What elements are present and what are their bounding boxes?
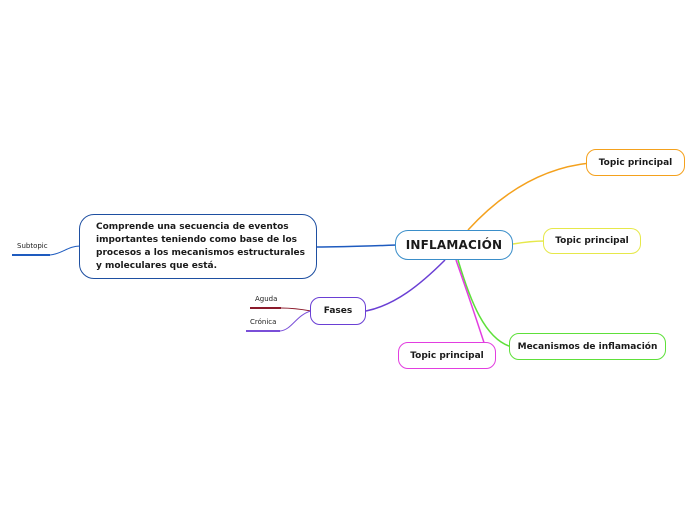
topic-principal-magenta[interactable]: Topic principal [398, 342, 496, 369]
description-text: Comprende una secuencia de eventos impor… [96, 222, 305, 271]
connector-subtopic [49, 245, 81, 256]
connector-topic-green [457, 259, 513, 348]
topic-mecanismos-inflamacion[interactable]: Mecanismos de inflamación [509, 333, 666, 360]
subtopic-node[interactable]: Subtopic [17, 242, 48, 250]
central-topic[interactable]: INFLAMACIÓN [395, 230, 513, 260]
topic-label: Topic principal [555, 236, 629, 246]
connector-fases [365, 259, 446, 312]
topic-label: Topic principal [598, 157, 673, 168]
connector-cronica [279, 310, 312, 332]
fases-node[interactable]: Fases [310, 297, 366, 325]
topic-label: Mecanismos de inflamación [517, 341, 658, 352]
description-node[interactable]: Comprende una secuencia de eventos impor… [79, 214, 317, 279]
fase-aguda-node[interactable]: Aguda [255, 295, 278, 303]
topic-principal-orange[interactable]: Topic principal [586, 149, 685, 176]
connector-topic-orange [467, 162, 591, 231]
topic-principal-yellow[interactable]: Topic principal [543, 228, 641, 254]
connector-topic-magenta [455, 259, 489, 356]
connector-aguda [280, 307, 312, 312]
fase-cronica-node[interactable]: Crónica [250, 318, 277, 326]
connector-topic-yellow [512, 240, 546, 245]
central-topic-label: INFLAMACIÓN [405, 238, 503, 252]
fases-label: Fases [323, 306, 353, 316]
topic-label: Topic principal [410, 350, 484, 361]
connector-description [315, 244, 398, 248]
